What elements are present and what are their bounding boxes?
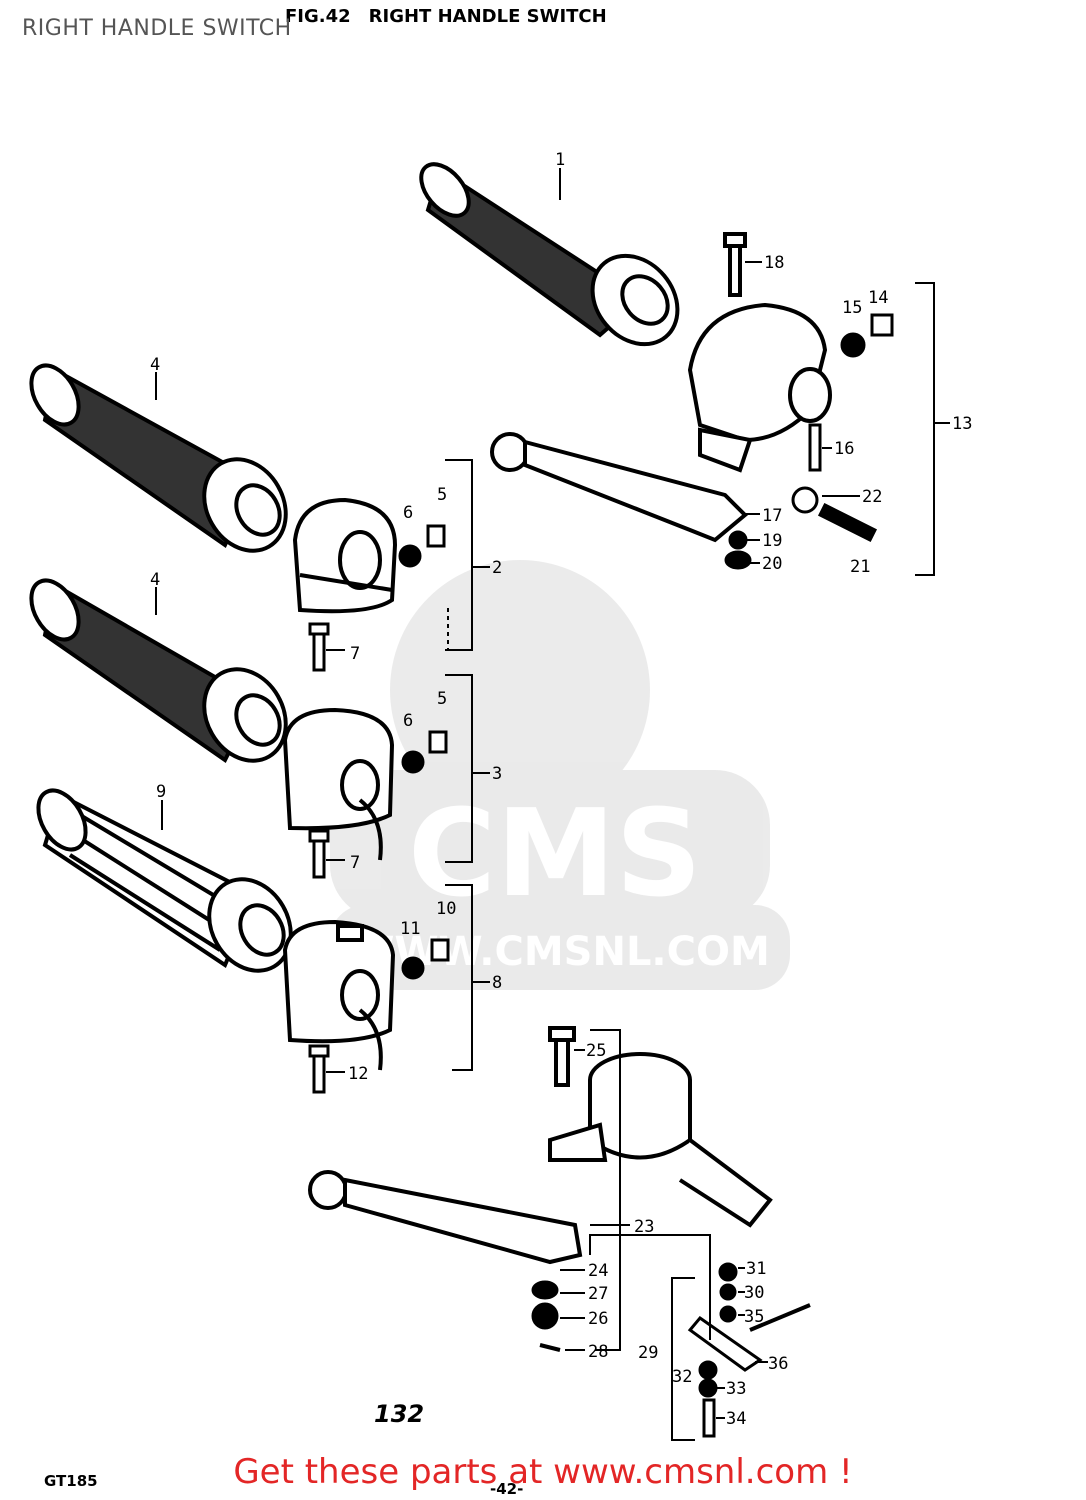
callout-6a: 6 — [403, 503, 413, 523]
callout-numbers: 1 2 3 4 4 5 5 6 6 7 7 8 9 10 11 12 13 14… — [150, 150, 972, 1429]
page-title: RIGHT HANDLE SWITCH — [22, 16, 292, 41]
model-code: GT185 — [44, 1472, 98, 1490]
part-2-switch-housing — [292, 497, 398, 614]
callout-6b: 6 — [403, 711, 413, 731]
figure-number: FIG.42 — [285, 6, 351, 27]
part-13-lever-holder-assembly — [687, 232, 832, 473]
callout-4a: 4 — [150, 355, 160, 375]
callout-9: 9 — [156, 782, 166, 802]
part-17-brake-lever — [490, 432, 748, 543]
callout-8: 8 — [492, 973, 502, 993]
small-parts-left — [398, 524, 450, 980]
callout-7a: 7 — [350, 644, 360, 664]
callout-26: 26 — [588, 1309, 608, 1329]
callout-4b: 4 — [150, 570, 160, 590]
callout-19: 19 — [762, 531, 782, 551]
callout-34: 34 — [726, 1409, 746, 1429]
callout-24: 24 — [588, 1261, 608, 1281]
screws — [308, 622, 330, 1094]
part-4-grip-upper — [29, 363, 288, 553]
callout-7b: 7 — [350, 853, 360, 873]
leader-lines — [155, 168, 860, 1419]
callout-16: 16 — [834, 439, 854, 459]
small-parts-right-top — [724, 313, 894, 570]
group-brackets — [445, 282, 950, 1441]
callout-23: 23 — [634, 1217, 654, 1237]
callout-17: 17 — [762, 506, 782, 526]
callout-14: 14 — [868, 288, 888, 308]
watermark-logo: CMS — [408, 785, 702, 924]
callout-1: 1 — [555, 150, 565, 170]
page-number: 132 — [374, 1400, 424, 1428]
callout-5b: 5 — [437, 689, 447, 709]
callout-33: 33 — [726, 1379, 746, 1399]
callout-13: 13 — [952, 414, 972, 434]
callout-10: 10 — [436, 899, 456, 919]
footer-link-text[interactable]: Get these parts at www.cmsnl.com ! — [233, 1452, 853, 1492]
callout-5a: 5 — [437, 485, 447, 505]
callout-22: 22 — [862, 487, 882, 507]
callout-30: 30 — [744, 1283, 764, 1303]
cms-watermark: CMS WWW.CMSNL.COM — [330, 560, 790, 990]
callout-27: 27 — [588, 1284, 608, 1304]
callout-12: 12 — [348, 1064, 368, 1084]
callout-35: 35 — [744, 1307, 764, 1327]
small-parts-bottom — [531, 1262, 811, 1438]
callout-15: 15 — [842, 298, 862, 318]
part-3-switch-housing — [282, 707, 395, 861]
callout-21: 21 — [850, 557, 870, 577]
page-reference: -42- — [490, 1480, 523, 1498]
callout-11: 11 — [400, 919, 420, 939]
part-1-grip — [419, 162, 680, 347]
callout-31: 31 — [746, 1259, 766, 1279]
callout-25: 25 — [586, 1041, 606, 1061]
callout-3: 3 — [492, 764, 502, 784]
callout-2: 2 — [492, 558, 502, 578]
part-8-switch-housing — [282, 919, 396, 1071]
part-24-front-brake-lever — [308, 1170, 583, 1265]
part-4-grip-middle — [29, 578, 288, 763]
callout-29: 29 — [638, 1343, 658, 1363]
callout-28: 28 — [588, 1342, 608, 1362]
part-9-grip-lower — [36, 788, 293, 973]
figure-caption: RIGHT HANDLE SWITCH — [368, 6, 607, 27]
callout-20: 20 — [762, 554, 782, 574]
callout-32: 32 — [672, 1367, 692, 1387]
figure-title: FIG.42 RIGHT HANDLE SWITCH — [285, 6, 607, 27]
callout-18: 18 — [764, 253, 784, 273]
part-23-master-cylinder — [548, 1026, 773, 1228]
callout-36: 36 — [768, 1354, 788, 1374]
